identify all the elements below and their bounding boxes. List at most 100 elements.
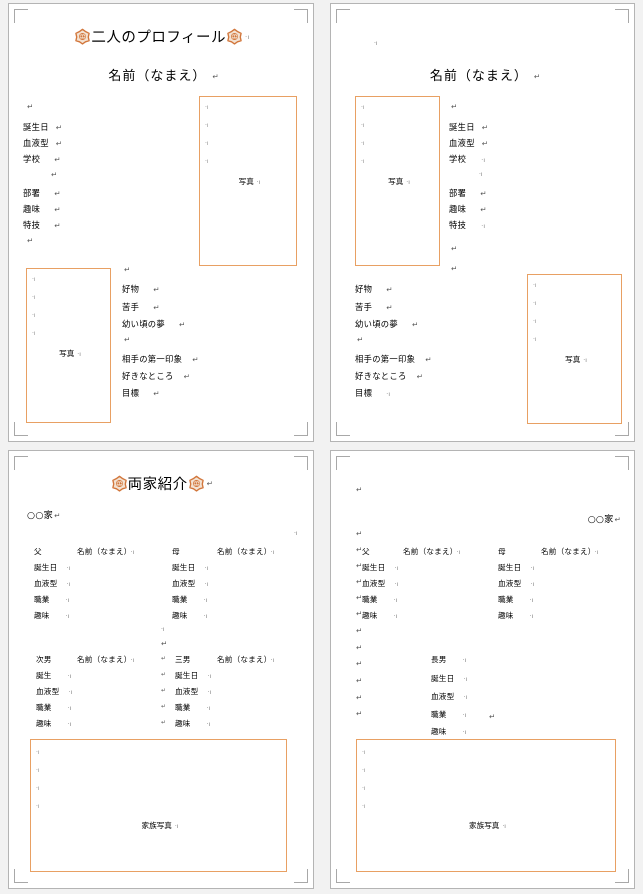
paragraph-mark: ·ı	[66, 581, 71, 588]
member-field-hobby[interactable]: 趣味·ı	[362, 610, 397, 621]
page-content-3[interactable]: 両家紹介 ↵ ○○家↵ ·ı 父 名前（なまえ）·ı 誕生日·ı 血液型·ı 職…	[9, 451, 313, 888]
field-school[interactable]: 学校·ı	[449, 153, 485, 165]
member-role-mother[interactable]: 母	[498, 546, 506, 557]
member-field-occupation[interactable]: 職業·ı	[36, 702, 71, 713]
family-photo-frame[interactable]: ·ı ·ı ·ı ·ı 家族写真·ı	[356, 739, 616, 872]
field-first-impression[interactable]: 相手の第一印象↵	[122, 353, 198, 365]
page-sheet-4[interactable]: ↵ ○○家↵ ↵ ↵ ↵ ↵ ↵ ↵ ↵ ↵ ↵ ↵ ↵ ↵ 父 名前（なまえ）…	[330, 450, 635, 889]
paragraph-mark: ·ı	[207, 673, 212, 680]
member-role-second-son[interactable]: 次男	[36, 654, 52, 665]
member-name-father[interactable]: 名前（なまえ）·ı	[77, 546, 135, 557]
member-name-mother[interactable]: 名前（なまえ）·ı	[217, 546, 275, 557]
member-field-hobby[interactable]: 趣味·ı	[34, 610, 69, 621]
member-field-hobby[interactable]: 趣味·ı	[175, 718, 210, 729]
member-field-bloodtype[interactable]: 血液型·ı	[362, 578, 398, 589]
field-label: 特技	[23, 220, 41, 230]
subtitle-1[interactable]: 名前（なまえ）↵	[9, 65, 313, 84]
field-bloodtype[interactable]: 血液型↵	[449, 137, 488, 149]
field-favorite-food[interactable]: 好物↵	[355, 283, 393, 295]
field-department[interactable]: 部署↵	[23, 187, 61, 199]
photo-frame-bottom[interactable]: ·ı ·ı ·ı ·ı 写真·ı	[26, 268, 111, 423]
member-field-hobby[interactable]: 趣味·ı	[172, 610, 207, 621]
member-field-bloodtype[interactable]: 血液型·ı	[172, 578, 208, 589]
field-birthday[interactable]: 誕生日↵	[23, 121, 62, 133]
field-favorite-food[interactable]: 好物↵	[122, 283, 160, 295]
field-department[interactable]: 部署↵	[449, 187, 487, 199]
member-field-hobby[interactable]: 趣味·ı	[431, 726, 466, 737]
family-name-heading-4[interactable]: ○○家↵	[588, 511, 621, 525]
member-field-bloodtype[interactable]: 血液型·ı	[431, 691, 467, 702]
member-name-text: 名前（なまえ）	[77, 655, 128, 664]
member-field-occupation[interactable]: 職業·ı	[34, 594, 69, 605]
member-field-hobby[interactable]: 趣味·ı	[36, 718, 71, 729]
field-label: 血液型	[175, 687, 199, 696]
member-field-bloodtype[interactable]: 血液型·ı	[498, 578, 534, 589]
field-dislike[interactable]: 苦手↵	[122, 301, 160, 313]
field-dislike[interactable]: 苦手↵	[355, 301, 393, 313]
field-bloodtype[interactable]: 血液型↵	[23, 137, 62, 149]
member-field-birthday[interactable]: 誕生日·ı	[175, 670, 211, 681]
member-field-bloodtype[interactable]: 血液型·ı	[34, 578, 70, 589]
field-favorite-point[interactable]: 好きなところ↵	[122, 370, 190, 382]
member-role-third-son[interactable]: 三男	[175, 654, 191, 665]
member-role-father[interactable]: 父	[362, 546, 370, 557]
family-name-heading-3[interactable]: ○○家↵	[27, 507, 60, 521]
member-field-occupation[interactable]: 職業·ı	[362, 594, 397, 605]
member-name-text: 名前（なまえ）	[217, 655, 268, 664]
member-field-birth[interactable]: 誕生·ı	[36, 670, 71, 681]
photo-frame-top[interactable]: ·ı ·ı ·ı ·ı 写真·ı	[199, 96, 297, 266]
field-skill[interactable]: 特技↵	[23, 219, 61, 231]
paragraph-mark: ↵	[124, 335, 131, 344]
page-sheet-1[interactable]: 二人のプロフィール ·ı 名前（なまえ）↵ ↵ 誕生日↵ 血液型↵ 学校↵ ↵ …	[8, 3, 314, 442]
page-content-1[interactable]: 二人のプロフィール ·ı 名前（なまえ）↵ ↵ 誕生日↵ 血液型↵ 学校↵ ↵ …	[9, 4, 313, 441]
field-label: 幼い頃の夢	[355, 319, 398, 329]
member-field-occupation[interactable]: 職業·ı	[498, 594, 533, 605]
field-hobby[interactable]: 趣味↵	[23, 203, 61, 215]
member-field-birthday[interactable]: 誕生日·ı	[362, 562, 398, 573]
field-school[interactable]: 学校↵	[23, 153, 61, 165]
field-goal[interactable]: 目標↵	[122, 387, 160, 399]
member-field-occupation[interactable]: 職業·ı	[172, 594, 207, 605]
page-sheet-3[interactable]: 両家紹介 ↵ ○○家↵ ·ı 父 名前（なまえ）·ı 誕生日·ı 血液型·ı 職…	[8, 450, 314, 889]
page-content-2[interactable]: ·ı 名前（なまえ）↵ ·ı ·ı ·ı ·ı 写真·ı ↵ 誕生日↵ 血液型↵…	[331, 4, 634, 441]
field-favorite-point[interactable]: 好きなところ↵	[355, 370, 423, 382]
crop-mark-bottom-right	[615, 869, 629, 883]
member-role-father[interactable]: 父	[34, 546, 42, 557]
field-first-impression[interactable]: 相手の第一印象↵	[355, 353, 431, 365]
paragraph-mark: ↵	[356, 676, 363, 685]
member-name-text: 名前（なまえ）	[403, 547, 454, 556]
member-name-second-son[interactable]: 名前（なまえ）·ı	[77, 654, 135, 665]
member-field-hobby[interactable]: 趣味·ı	[498, 610, 533, 621]
paragraph-mark: ↵	[386, 285, 393, 294]
member-field-occupation[interactable]: 職業·ı	[431, 709, 466, 720]
member-name-father[interactable]: 名前（なまえ）·ı	[403, 546, 461, 557]
member-field-birthday[interactable]: 誕生日·ı	[172, 562, 208, 573]
photo-frame-bottom[interactable]: ·ı ·ı ·ı ·ı 写真·ı	[527, 274, 622, 424]
field-childhood-dream[interactable]: 幼い頃の夢↵	[355, 318, 418, 330]
member-field-birthday[interactable]: 誕生日·ı	[431, 673, 467, 684]
member-field-birthday[interactable]: 誕生日·ı	[498, 562, 534, 573]
field-hobby[interactable]: 趣味↵	[449, 203, 487, 215]
page-content-4[interactable]: ↵ ○○家↵ ↵ ↵ ↵ ↵ ↵ ↵ ↵ ↵ ↵ ↵ ↵ ↵ 父 名前（なまえ）…	[331, 451, 634, 888]
photo-frame-top[interactable]: ·ı ·ı ·ı ·ı 写真·ı	[355, 96, 440, 266]
paragraph-mark: ·ı	[481, 157, 486, 164]
paragraph-mark: ·ı	[65, 613, 70, 620]
family-photo-frame[interactable]: ·ı ·ı ·ı ·ı 家族写真·ı	[30, 739, 287, 872]
field-label: 好きなところ	[355, 371, 407, 381]
member-role-mother[interactable]: 母	[172, 546, 180, 557]
page-sheet-2[interactable]: ·ı 名前（なまえ）↵ ·ı ·ı ·ı ·ı 写真·ı ↵ 誕生日↵ 血液型↵…	[330, 3, 635, 442]
member-field-bloodtype[interactable]: 血液型·ı	[175, 686, 211, 697]
member-name-mother[interactable]: 名前（なまえ）·ı	[541, 546, 599, 557]
member-field-bloodtype[interactable]: 血液型·ı	[36, 686, 72, 697]
subtitle-2[interactable]: 名前（なまえ）↵	[331, 65, 634, 84]
member-role-eldest-son[interactable]: 長男·ı	[431, 654, 466, 665]
field-goal[interactable]: 目標·ı	[355, 387, 390, 399]
member-name-third-son[interactable]: 名前（なまえ）·ı	[217, 654, 275, 665]
member-field-occupation[interactable]: 職業·ı	[175, 702, 210, 713]
field-childhood-dream[interactable]: 幼い頃の夢↵	[122, 318, 185, 330]
member-field-birthday[interactable]: 誕生日·ı	[34, 562, 70, 573]
field-skill[interactable]: 特技·ı	[449, 219, 485, 231]
subtitle-text-2: 名前（なまえ）	[429, 69, 528, 84]
field-birthday[interactable]: 誕生日↵	[449, 121, 488, 133]
